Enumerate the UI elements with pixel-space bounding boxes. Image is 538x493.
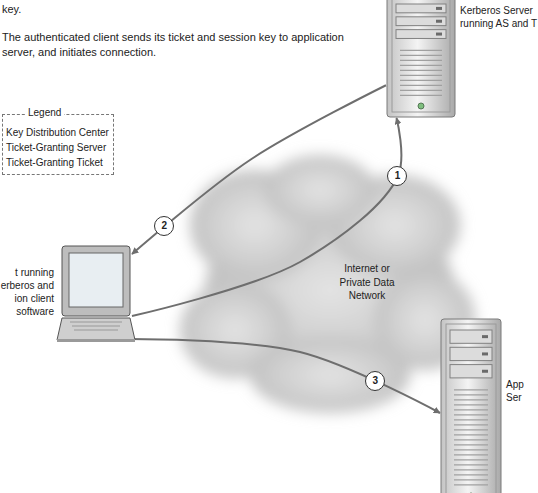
callout-number: 1 [387, 166, 407, 186]
node-label: App Ser [506, 378, 538, 404]
message-arrow [132, 118, 401, 316]
legend-entry: Ticket-Granting Ticket [3, 155, 109, 170]
legend-entry: Ticket-Granting Server [3, 140, 109, 155]
legend-box: LegendKey Distribution CenterTicket-Gran… [2, 114, 114, 175]
network-label: Internet or Private Data Network [336, 262, 398, 303]
note-text: The authenticated client sends its ticke… [2, 30, 344, 60]
node-label: t running erberos and ion client softwar… [0, 266, 54, 318]
legend-title: Legend [25, 107, 64, 118]
message-arrow [132, 85, 386, 254]
client-computer: t running erberos and ion client softwar… [0, 244, 136, 344]
message-arrow [128, 339, 440, 413]
server-icon [440, 318, 502, 493]
laptop-icon [56, 244, 136, 344]
server-shape [440, 318, 502, 493]
legend-entry: Key Distribution Center [3, 125, 109, 140]
server-shape [386, 0, 456, 118]
server-node: Kerberos Server running AS and T [386, 0, 538, 118]
laptop-shape [56, 244, 136, 344]
server-icon [386, 0, 456, 118]
callout-number: 2 [154, 216, 174, 236]
note-text: key. [2, 2, 202, 17]
node-label: Kerberos Server running AS and T [460, 4, 538, 30]
callout-number: 3 [365, 371, 385, 391]
server-node: App Ser [440, 318, 538, 493]
